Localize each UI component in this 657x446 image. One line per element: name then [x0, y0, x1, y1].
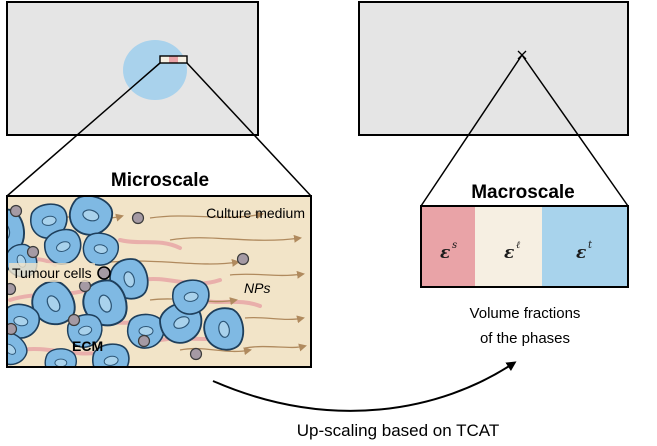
solid-phase-cell	[421, 206, 475, 287]
volume-fractions-caption-line1: Volume fractions	[470, 305, 581, 322]
zoom-line-right	[186, 62, 312, 197]
microscale-panel: Culture medium Tumour cells NPs ECM	[6, 195, 312, 368]
macro-domain-rect	[358, 1, 629, 136]
volume-fractions-caption-line2: of the phases	[480, 330, 570, 347]
upscaling-arrow	[212, 361, 517, 412]
liquid-phase-cell	[475, 206, 542, 287]
upscaling-caption: Up-scaling based on TCAT	[297, 421, 500, 440]
epsilon-l-symbol: ε	[504, 243, 514, 263]
epsilon-s-symbol: ε	[440, 243, 450, 263]
volume-fraction-bar: ε s ε ℓ ε t	[420, 205, 629, 288]
epsilon-t-superscript: t	[588, 240, 593, 251]
zoom-window	[159, 55, 188, 64]
epsilon-s-superscript: s	[452, 240, 457, 251]
macro-line-left	[420, 54, 523, 207]
epsilon-l-superscript: ℓ	[516, 240, 520, 251]
micro-title: Microscale	[111, 170, 209, 191]
tumour-cell-indicator-icon	[97, 266, 111, 280]
zoom-line-left	[6, 62, 161, 197]
tumour-phase-cell	[542, 206, 628, 287]
epsilon-t-symbol: ε	[576, 243, 586, 263]
ecm-label: ECM	[72, 338, 103, 354]
micro-panel-border	[6, 195, 312, 368]
tumour-cells-label-bg	[9, 263, 95, 282]
nps-label: NPs	[244, 280, 270, 296]
macro-domain-box	[358, 1, 629, 207]
macro-title: Macroscale	[471, 182, 575, 203]
micro-domain-box	[6, 1, 312, 197]
culture-medium-label: Culture medium	[206, 205, 305, 221]
tumour-spheroid	[123, 40, 187, 100]
macro-line-right	[521, 54, 629, 207]
volume-fraction-border	[420, 205, 629, 288]
tumour-cells-label: Tumour cells	[12, 265, 92, 281]
